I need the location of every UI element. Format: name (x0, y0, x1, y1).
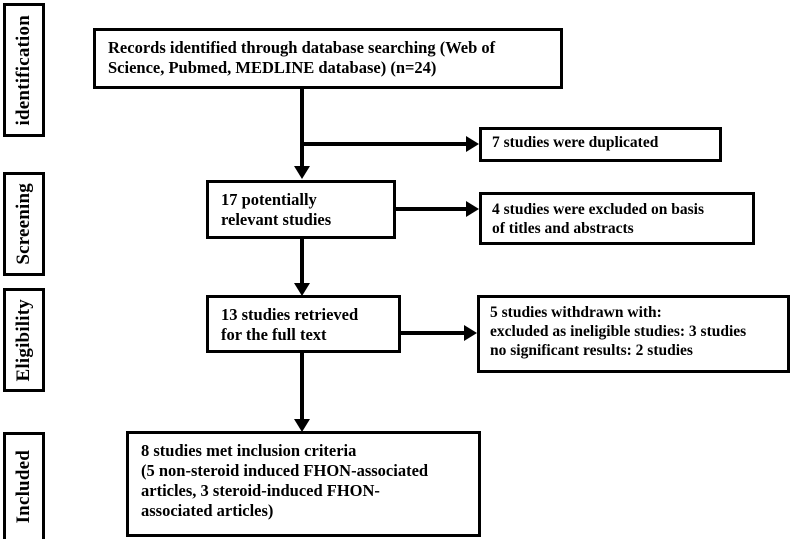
connector-screening-to-eligibility (300, 238, 304, 286)
stage-label-eligibility: Eligibility (3, 288, 45, 392)
node-duplicated-text: 7 studies were duplicated (492, 134, 659, 151)
stage-label-included-text: Included (13, 450, 34, 524)
node-excluded-titles-abstracts: 4 studies were excluded on basis of titl… (479, 192, 755, 245)
arrowhead-to-duplicated (466, 136, 479, 152)
node-withdrawn-text: 5 studies withdrawn with: excluded as in… (490, 304, 747, 359)
stage-label-eligibility-text: Eligibility (13, 298, 34, 382)
arrowhead-to-withdrawn (464, 325, 477, 341)
node-duplicated: 7 studies were duplicated (479, 127, 722, 162)
node-excluded-titles-abstracts-text: 4 studies were excluded on basis of titl… (492, 201, 704, 237)
stage-label-identification: identification (3, 3, 45, 137)
arrowhead-eligibility-to-included (294, 419, 310, 432)
node-potentially-relevant: 17 potentially relevant studies (206, 180, 396, 239)
node-full-text-retrieved-text: 13 studies retrieved for the full text (221, 305, 359, 345)
node-full-text-retrieved: 13 studies retrieved for the full text (206, 295, 401, 353)
arrowhead-identification-to-screening (294, 166, 310, 179)
node-met-inclusion-criteria: 8 studies met inclusion criteria (5 non-… (126, 431, 481, 537)
connector-eligibility-to-included (300, 352, 304, 425)
node-potentially-relevant-text: 17 potentially relevant studies (221, 190, 332, 230)
arrowhead-screening-to-eligibility (294, 283, 310, 296)
connector-to-excluded-titles-abstracts (395, 207, 470, 211)
node-met-inclusion-criteria-text: 8 studies met inclusion criteria (5 non-… (141, 441, 429, 521)
arrowhead-to-excluded-titles-abstracts (466, 201, 479, 217)
connector-to-duplicated (302, 142, 470, 146)
stage-label-screening: Screening (3, 172, 45, 276)
connector-identification-to-screening (300, 88, 304, 168)
stage-label-included: Included (3, 432, 45, 539)
node-records-identified: Records identified through database sear… (93, 28, 563, 89)
stage-label-screening-text: Screening (13, 183, 34, 265)
connector-to-withdrawn (400, 331, 468, 335)
node-withdrawn: 5 studies withdrawn with: excluded as in… (477, 295, 790, 373)
node-records-identified-text: Records identified through database sear… (108, 38, 496, 78)
stage-label-identification-text: identification (13, 14, 34, 126)
